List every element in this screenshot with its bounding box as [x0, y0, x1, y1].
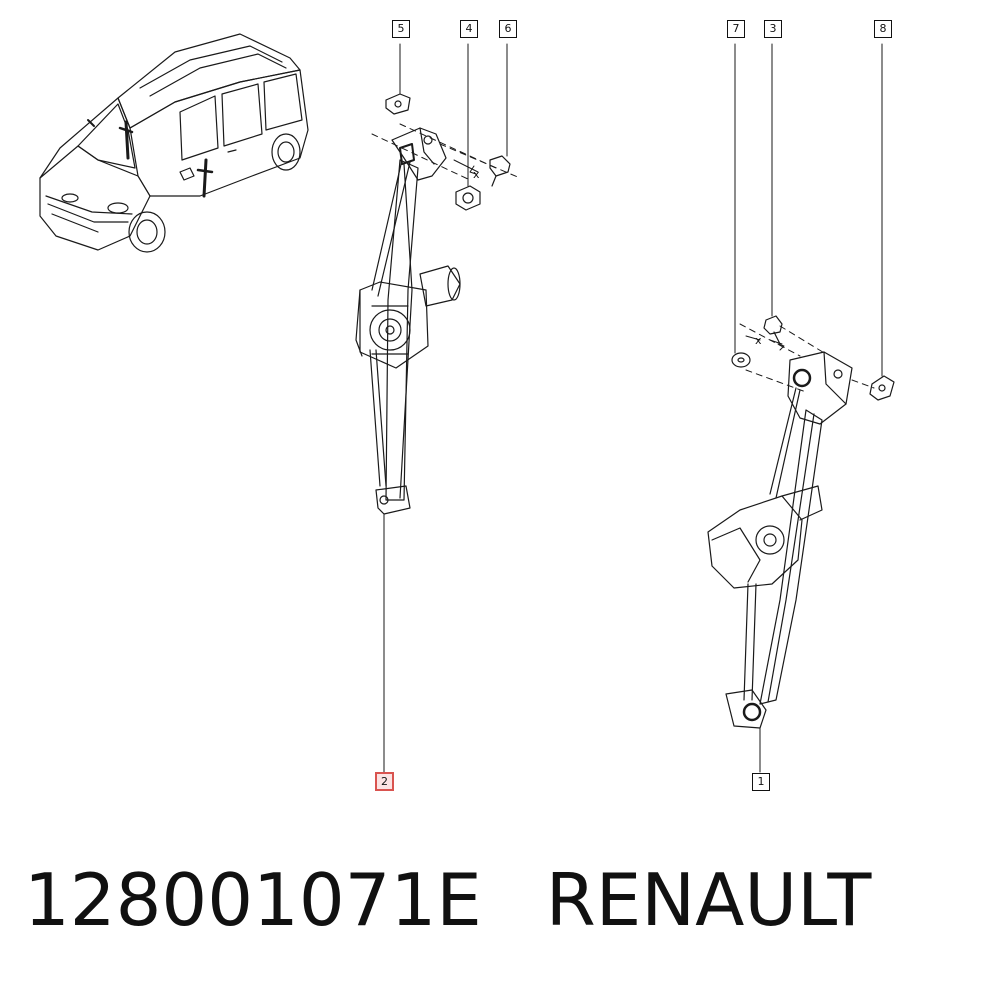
brand-name: RENAULT [545, 858, 872, 942]
left-hardware [371, 43, 521, 211]
vehicle-illustration [39, 33, 309, 253]
part-number: 128001071E [24, 858, 482, 942]
right-hardware [731, 43, 895, 401]
callout-6: 6 [499, 20, 517, 38]
callout-7: 7 [727, 20, 745, 38]
callout-2[interactable]: 2 [375, 772, 394, 791]
callout-4: 4 [460, 20, 478, 38]
callout-1: 1 [752, 773, 770, 791]
window-regulator-right [707, 351, 853, 773]
window-regulator-left [355, 127, 461, 773]
callout-3: 3 [764, 20, 782, 38]
dimension-mark-left: x [473, 168, 480, 181]
callout-8: 8 [874, 20, 892, 38]
callout-5: 5 [392, 20, 410, 38]
part-caption: 128001071E RENAULT [24, 858, 871, 948]
dimension-mark-right: x [755, 334, 762, 347]
